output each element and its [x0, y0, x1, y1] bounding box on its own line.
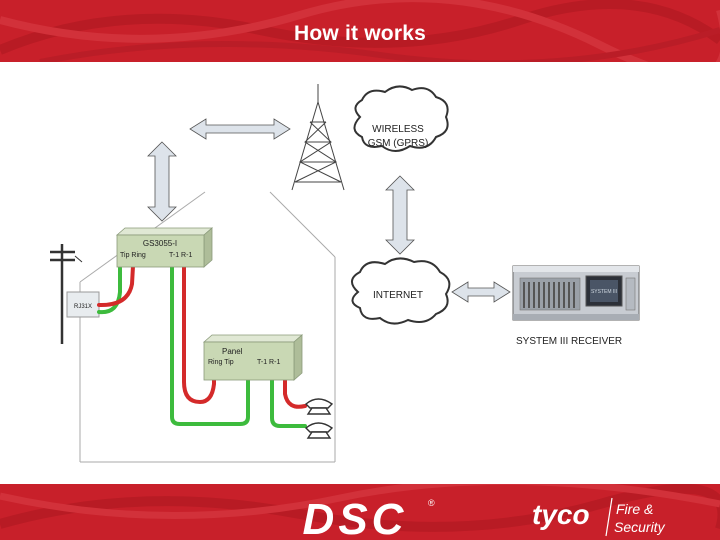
- communicator-label: GS3055-I: [143, 239, 177, 248]
- panel-terminals-left: Ring Tip: [208, 359, 234, 366]
- rj31x-jack: RJ31X: [66, 291, 100, 318]
- panel-terminals-right: T-1 R-1: [257, 359, 280, 366]
- wireless-label-line2: GSM (GPRS): [368, 138, 429, 149]
- green-wires: [97, 264, 307, 428]
- telephone-icon: [304, 398, 334, 415]
- internet-label: INTERNET: [373, 290, 423, 301]
- alarm-panel: Panel Ring Tip T-1 R-1: [202, 334, 304, 381]
- double-arrow-icon: [451, 281, 511, 303]
- slide-footer: DSC ® tyco Fire & Security: [0, 484, 720, 540]
- double-arrow-icon: [147, 141, 177, 222]
- telephone-icon: [304, 422, 334, 439]
- internet-cloud: INTERNET: [351, 257, 451, 325]
- wireless-cloud: WIRELESS GSM (GPRS): [353, 85, 449, 152]
- page-title: How it works: [294, 22, 426, 45]
- dsc-registered-mark: ®: [428, 498, 435, 508]
- fire-security-line2: Security: [614, 519, 666, 535]
- double-arrow-icon: [189, 118, 291, 140]
- communicator-terminals-right: T-1 R-1: [169, 252, 192, 259]
- double-arrow-icon: [385, 175, 415, 255]
- dsc-logo: DSC: [303, 495, 408, 540]
- receiver-label: SYSTEM III RECEIVER: [516, 336, 622, 347]
- tyco-logo: tyco: [532, 499, 590, 530]
- red-wires: [97, 264, 307, 409]
- wireless-label-line1: WIRELESS: [372, 124, 424, 135]
- tyco-divider: [605, 497, 613, 537]
- header-swirl-pattern: [0, 0, 720, 62]
- footer-swirl-pattern: [0, 484, 720, 532]
- fire-security-line1: Fire &: [616, 501, 653, 517]
- communicator-terminals-left: Tip Ring: [120, 252, 146, 259]
- panel-label: Panel: [222, 347, 243, 356]
- receiver-display-text: SYSTEM III: [591, 289, 617, 295]
- system-diagram: RJ31X GS3055-I Tip Ring T-1 R-1: [0, 62, 720, 484]
- gs3055-communicator: GS3055-I Tip Ring T-1 R-1: [115, 227, 214, 268]
- cell-tower-icon: [291, 84, 345, 191]
- rj31x-label: RJ31X: [74, 304, 92, 310]
- system-iii-receiver: SYSTEM III: [512, 265, 640, 321]
- slide-header: How it works: [0, 0, 720, 62]
- receiver-line-cards: [523, 282, 575, 308]
- telephone-pole-icon: [50, 244, 83, 344]
